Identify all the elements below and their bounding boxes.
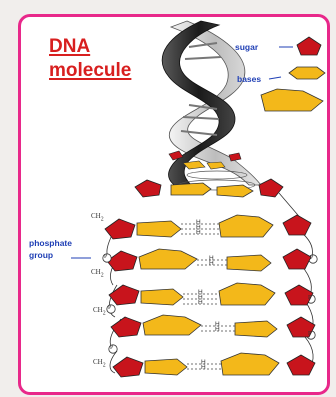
base bbox=[144, 358, 188, 376]
base-legend-icon bbox=[260, 88, 324, 112]
sugar bbox=[282, 248, 312, 270]
hydrogen-label: H bbox=[196, 219, 201, 226]
ch2-label: CH2 bbox=[93, 306, 106, 317]
base-legend-icon bbox=[288, 66, 326, 80]
page-title-line-1: DNA bbox=[49, 36, 91, 57]
base-pair-row-top bbox=[134, 178, 304, 222]
phosphate-symbol: P bbox=[108, 305, 112, 311]
helix-sugar-small bbox=[228, 152, 242, 162]
sugar-label: sugar bbox=[235, 42, 259, 52]
page-title-line-2: molecule bbox=[49, 60, 132, 81]
sugar bbox=[284, 284, 314, 306]
base-pair-row bbox=[108, 282, 314, 306]
helix-base-small bbox=[206, 161, 226, 170]
legend-icons bbox=[260, 36, 326, 112]
ch2-label: CH2 bbox=[91, 212, 104, 223]
hydrogen-label: H bbox=[201, 364, 206, 371]
sugar bbox=[104, 218, 136, 240]
hydrogen-label: H bbox=[198, 289, 203, 296]
base-pair-row bbox=[104, 214, 312, 240]
base-pair-row bbox=[106, 248, 312, 272]
sugar bbox=[106, 250, 138, 272]
helix-sugar-small bbox=[168, 150, 184, 161]
ch2-label: CH2 bbox=[93, 358, 106, 369]
base bbox=[220, 352, 280, 376]
hydrogen-label: H bbox=[196, 229, 201, 236]
phosphate-symbol: P bbox=[310, 255, 314, 261]
base bbox=[138, 248, 198, 270]
helix-base-small bbox=[182, 160, 206, 170]
dna-diagram bbox=[71, 20, 326, 378]
phosphate-label-line-2: group bbox=[29, 250, 54, 260]
phosphate-label-line-1: phosphate bbox=[29, 238, 72, 248]
hydrogen-label: H bbox=[196, 224, 201, 231]
phosphate-symbol: P bbox=[110, 345, 114, 351]
base-pair-row bbox=[112, 352, 316, 378]
ch2-label: CH2 bbox=[91, 268, 104, 279]
base bbox=[234, 320, 278, 338]
sugar bbox=[112, 356, 144, 378]
legend-leaders bbox=[268, 46, 293, 80]
hydrogen-bonds bbox=[181, 223, 235, 370]
base bbox=[140, 288, 184, 306]
base-pair-row bbox=[110, 314, 316, 338]
base bbox=[226, 254, 272, 272]
base bbox=[136, 220, 182, 238]
phosphate-group-left bbox=[102, 253, 118, 354]
hydrogen-label: H bbox=[198, 294, 203, 301]
base bbox=[216, 184, 254, 198]
hydrogen-label: H bbox=[198, 299, 203, 306]
base bbox=[218, 214, 274, 238]
helix-rungs bbox=[180, 42, 222, 136]
base bbox=[218, 282, 276, 306]
sugar bbox=[286, 316, 316, 338]
sugar bbox=[258, 178, 284, 198]
sugar bbox=[286, 354, 316, 376]
sugar bbox=[110, 316, 142, 338]
phosphate-symbol: P bbox=[104, 254, 108, 260]
sugar bbox=[282, 214, 312, 236]
sugar bbox=[134, 179, 162, 198]
bases-label: bases bbox=[237, 74, 262, 84]
sugar bbox=[108, 284, 140, 306]
sugar-legend-icon bbox=[296, 36, 322, 56]
base bbox=[142, 314, 202, 336]
double-helix bbox=[161, 20, 262, 191]
hydrogen-label: H bbox=[209, 255, 214, 262]
phosphate-symbol: P bbox=[308, 295, 312, 301]
hydrogen-label: H bbox=[215, 321, 220, 328]
hydrogen-label: H bbox=[209, 260, 214, 267]
phosphate-symbol: P bbox=[308, 331, 312, 337]
helix-pair-outline bbox=[186, 170, 248, 180]
hydrogen-label: H bbox=[201, 359, 206, 366]
base bbox=[170, 182, 212, 196]
diagram-card: DNA molecule sugar bases phosphate group… bbox=[18, 14, 330, 395]
hydrogen-label: H bbox=[215, 326, 220, 333]
